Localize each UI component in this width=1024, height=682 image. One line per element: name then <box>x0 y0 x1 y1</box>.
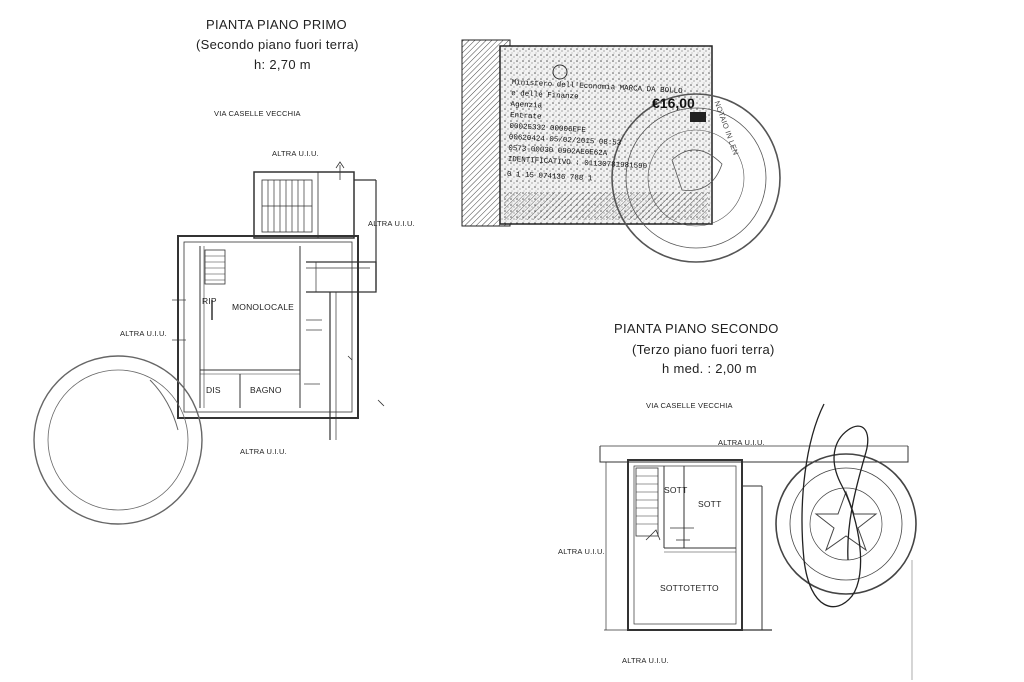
plan-secondo-linework <box>599 445 909 631</box>
primo-outer-wall <box>177 235 359 419</box>
plan-primo-subtitle: (Secondo piano fuori terra) <box>196 37 359 52</box>
room-monolocale: MONOLOCALE <box>232 302 294 312</box>
plan-secondo-street: VIA CASELLE VECCHIA <box>646 401 733 410</box>
plan-primo-neighbor-right: ALTRA U.I.U. <box>368 219 415 228</box>
plan-primo-title: PIANTA PIANO PRIMO <box>206 17 347 32</box>
room-sott-1: SOTT <box>664 485 688 495</box>
plan-secondo-neighbor-left: ALTRA U.I.U. <box>558 547 605 556</box>
plan-secondo-subtitle: (Terzo piano fuori terra) <box>632 342 775 357</box>
stair-treads-upper <box>262 180 312 232</box>
plan-primo-street: VIA CASELLE VECCHIA <box>214 109 301 118</box>
plan-primo-linework <box>172 161 385 440</box>
plan-primo-neighbor-bottom: ALTRA U.I.U. <box>240 447 287 456</box>
room-sottotetto: SOTTOTETTO <box>660 583 719 593</box>
plan-secondo-title: PIANTA PIANO SECONDO <box>614 321 779 336</box>
room-bagno: BAGNO <box>250 385 282 395</box>
stamp-amount: €16,00 <box>652 95 695 111</box>
plan-primo-neighbor-top: ALTRA U.I.U. <box>272 149 319 158</box>
plan-secondo-neighbor-top: ALTRA U.I.U. <box>718 438 765 447</box>
plan-primo-neighbor-left: ALTRA U.I.U. <box>120 329 167 338</box>
stair-treads-lower <box>205 255 225 281</box>
revenue-stamp-graphic <box>461 39 713 227</box>
notary-seal-right <box>775 453 917 595</box>
room-dis: DIS <box>206 385 221 395</box>
notary-seal-left <box>33 355 203 525</box>
plan-secondo-neighbor-bottom: ALTRA U.I.U. <box>622 656 669 665</box>
notary-seal-stamp <box>611 93 781 263</box>
signature <box>801 403 869 608</box>
room-rip: RIP <box>202 296 217 306</box>
plan-primo-height: h: 2,70 m <box>254 57 311 72</box>
stair-treads-secondo <box>636 475 658 525</box>
plan-secondo-height: h med. : 2,00 m <box>662 361 757 376</box>
room-sott-2: SOTT <box>698 499 722 509</box>
